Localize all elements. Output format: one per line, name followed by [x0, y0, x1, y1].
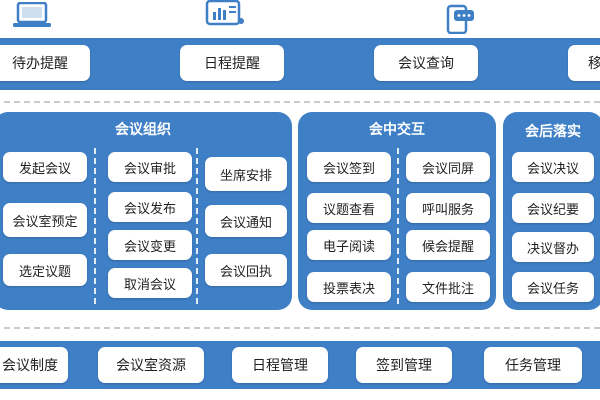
- bottom-management-bar: 会议制度 会议室资源 日程管理 签到管理 任务管理: [0, 341, 600, 389]
- task-management-label: 任务管理: [505, 358, 561, 374]
- interaction-item[interactable]: 文件批注: [406, 272, 490, 302]
- org-item[interactable]: 坐席安排: [205, 157, 287, 191]
- mobile-label: 移: [588, 56, 600, 72]
- org-item[interactable]: 会议变更: [108, 230, 192, 260]
- top-reminder-bar: 待办提醒 日程提醒 会议查询 移: [0, 38, 600, 90]
- meeting-organize-title: 会议组织: [115, 122, 171, 138]
- org-item[interactable]: 选定议题: [3, 254, 87, 286]
- lower-dashed-divider: [4, 327, 600, 329]
- followup-title: 会后落实: [525, 124, 581, 140]
- organize-divider-2: [196, 148, 198, 304]
- followup-item[interactable]: 会议纪要: [512, 193, 594, 223]
- schedule-management-box[interactable]: 日程管理: [232, 347, 328, 383]
- org-item[interactable]: 会议回执: [205, 254, 287, 286]
- schedule-management-label: 日程管理: [252, 358, 308, 374]
- meeting-policy-box[interactable]: 会议制度: [0, 347, 68, 383]
- phone-chat-icon: [446, 4, 474, 34]
- laptop-icon: [13, 2, 51, 27]
- room-resource-label: 会议室资源: [116, 358, 186, 374]
- followup-item[interactable]: 会议任务: [512, 272, 594, 302]
- interaction-item[interactable]: 会议同屏: [406, 152, 490, 182]
- room-resource-box[interactable]: 会议室资源: [98, 347, 204, 383]
- followup-item[interactable]: 决议督办: [512, 232, 594, 262]
- checkin-management-label: 签到管理: [376, 358, 432, 374]
- org-item[interactable]: 会议发布: [108, 192, 192, 222]
- org-item[interactable]: 取消会议: [108, 268, 192, 298]
- org-item[interactable]: 会议审批: [108, 152, 192, 182]
- schedule-reminder-label: 日程提醒: [204, 56, 260, 72]
- org-item[interactable]: 会议通知: [205, 205, 287, 237]
- checkin-management-box[interactable]: 签到管理: [356, 347, 452, 383]
- meeting-policy-label: 会议制度: [2, 358, 58, 374]
- meeting-organize-panel: 会议组织 发起会议 会议室预定 选定议题 会议审批 会议发布 会议变更 取消会议…: [0, 112, 292, 310]
- interaction-item[interactable]: 呼叫服务: [406, 193, 490, 223]
- interaction-divider: [397, 148, 399, 304]
- organize-divider-1: [94, 148, 96, 304]
- tablet-chart-icon: [205, 0, 244, 26]
- interaction-item[interactable]: 会议签到: [307, 152, 391, 182]
- mobile-box[interactable]: 移: [568, 45, 600, 81]
- interaction-item[interactable]: 候会提醒: [406, 230, 490, 260]
- org-item[interactable]: 发起会议: [3, 152, 87, 182]
- in-meeting-interaction-panel: 会中交互 会议签到 议题查看 电子阅读 投票表决 会议同屏 呼叫服务 候会提醒 …: [298, 112, 496, 310]
- interaction-title: 会中交互: [369, 122, 425, 138]
- todo-reminder-box[interactable]: 待办提醒: [0, 45, 90, 81]
- meeting-query-label: 会议查询: [398, 56, 454, 72]
- task-management-box[interactable]: 任务管理: [484, 347, 582, 383]
- meeting-query-box[interactable]: 会议查询: [374, 45, 478, 81]
- interaction-item[interactable]: 电子阅读: [307, 230, 391, 260]
- org-item[interactable]: 会议室预定: [3, 203, 87, 237]
- post-meeting-followup-panel: 会后落实 会议决议 会议纪要 决议督办 会议任务: [503, 112, 600, 310]
- followup-item[interactable]: 会议决议: [512, 152, 594, 182]
- upper-dashed-divider: [4, 101, 600, 103]
- schedule-reminder-box[interactable]: 日程提醒: [180, 45, 284, 81]
- interaction-item[interactable]: 议题查看: [307, 193, 391, 223]
- interaction-item[interactable]: 投票表决: [307, 272, 391, 302]
- todo-reminder-label: 待办提醒: [12, 56, 68, 72]
